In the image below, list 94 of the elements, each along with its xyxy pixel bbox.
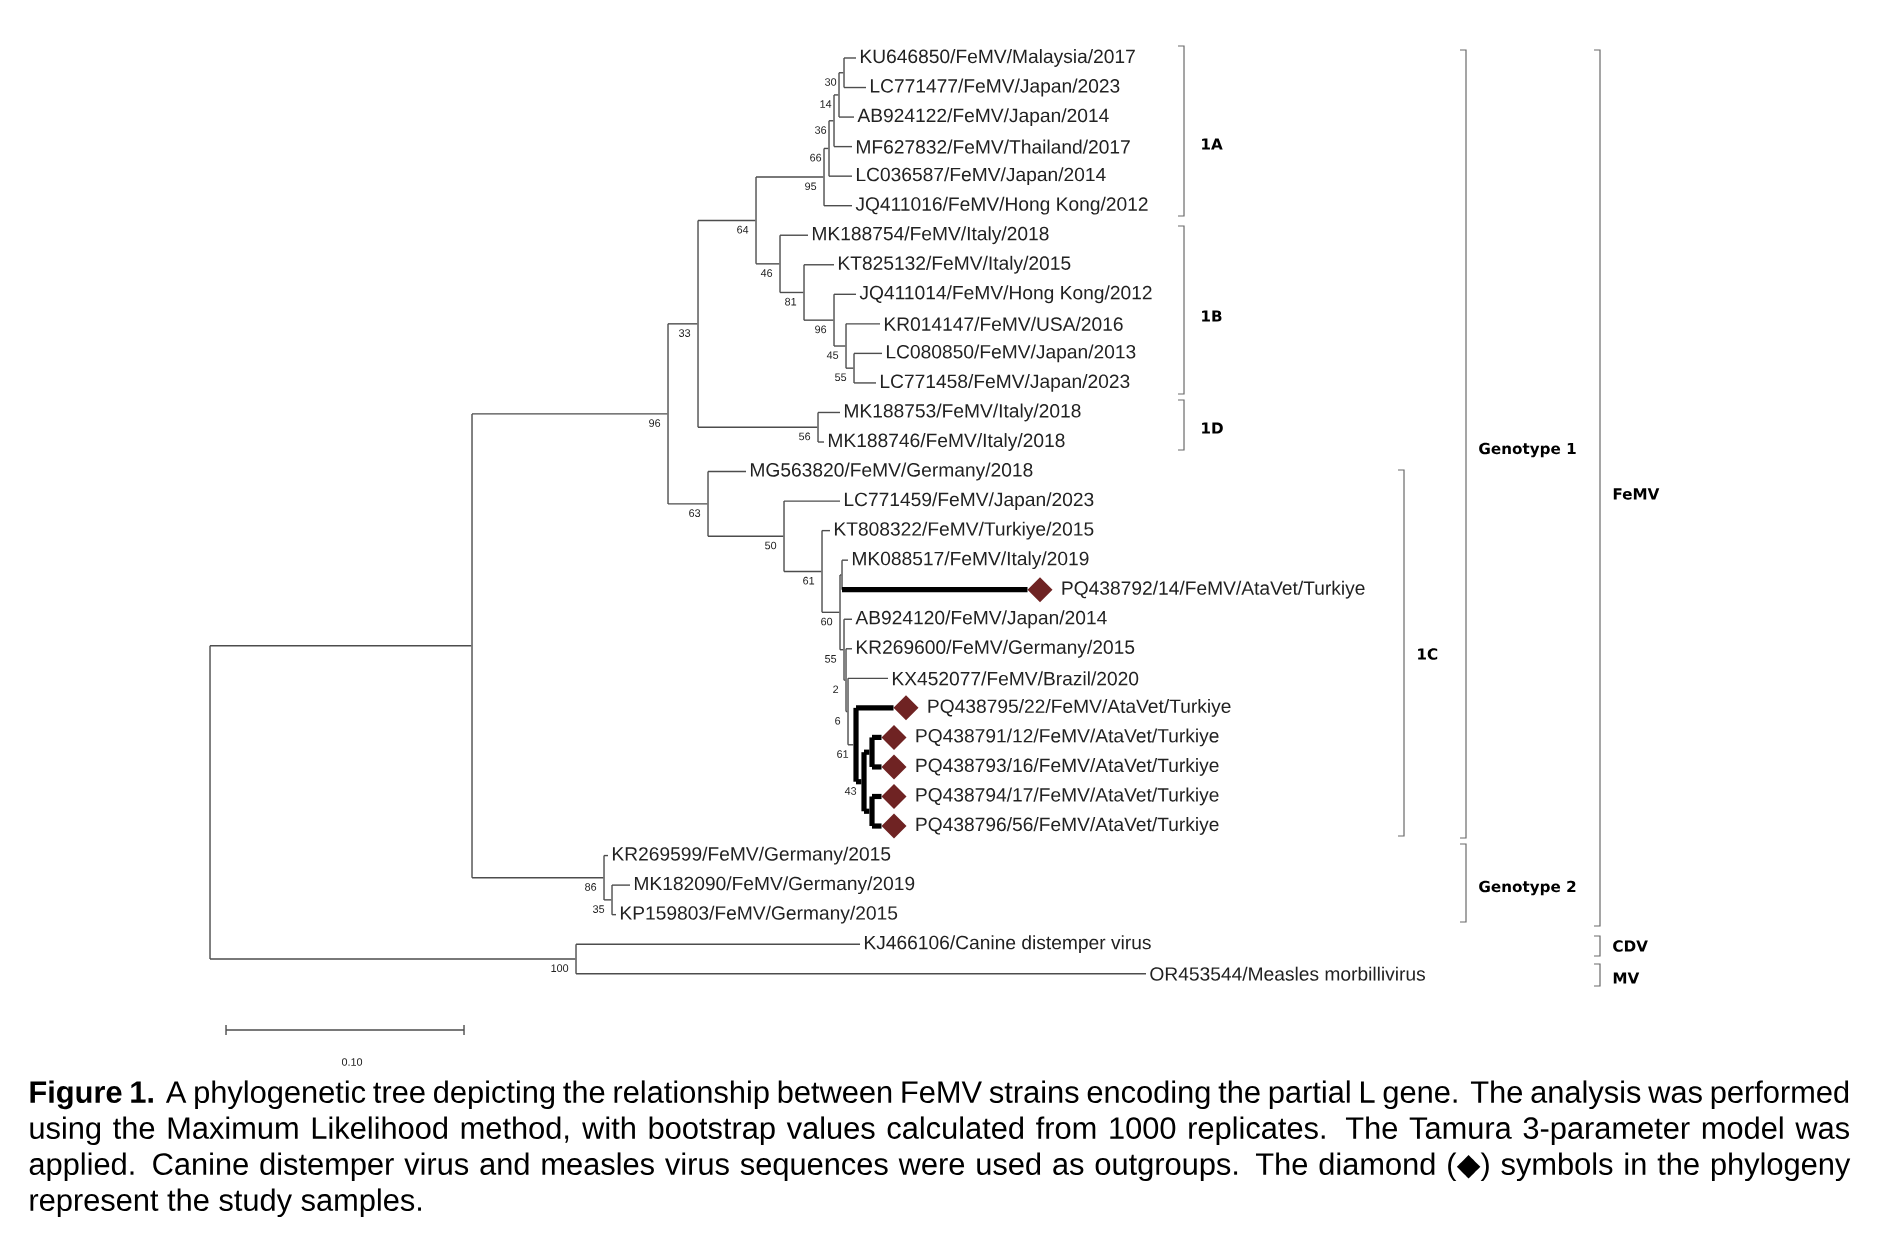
tree-branch	[842, 587, 1028, 593]
taxon-label: KX452077/FeMV/Brazil/2020	[892, 671, 1139, 686]
taxon-label: PQ438792/14/FeMV/AtaVet/Turkiye	[1062, 580, 1365, 599]
tree-branch	[817, 441, 825, 443]
tree-branch	[847, 677, 889, 680]
taxon-label: PQ438793/16/FeMV/AtaVet/Turkiye	[916, 758, 1219, 776]
taxon-label: LC771458/FeMV/Japan/2023	[880, 374, 1130, 392]
tree-branch	[471, 413, 669, 415]
taxon-label: KU646850/FeMV/Malaysia/2017	[860, 49, 1135, 67]
tree-branch	[611, 884, 631, 886]
tree-branch	[833, 94, 840, 96]
tree-branch	[843, 618, 853, 620]
taxon-label: LC771477/FeMV/Japan/2023	[870, 78, 1120, 97]
taxon-label: MG563820/FeMV/Germany/2018	[750, 462, 1033, 481]
tree-branch	[864, 749, 870, 755]
taxon-label: MF627832/FeMV/Thailand/2017	[856, 139, 1130, 154]
tree-branch	[838, 116, 855, 118]
tree-branch	[209, 958, 576, 960]
tree-branch	[209, 645, 472, 647]
taxon-label: KR014147/FeMV/USA/2016	[884, 316, 1123, 331]
tree-branch	[833, 145, 853, 148]
tree-branch	[843, 86, 867, 89]
tree-branch	[603, 899, 613, 901]
taxon-label: AB924122/FeMV/Japan/2014	[857, 108, 1109, 126]
tree-branch	[667, 323, 699, 325]
tree-branch	[828, 175, 853, 177]
taxon-label: OR453544/Measles morbillivirus	[1150, 966, 1425, 981]
taxon-label: PQ438795/22/FeMV/AtaVet/Turkiye	[928, 698, 1231, 717]
tree-branch	[847, 744, 855, 746]
tree-branch	[833, 293, 857, 295]
tree-branch	[821, 611, 841, 614]
tree-branch	[856, 705, 894, 711]
tree-branch	[707, 470, 747, 473]
tree-branch	[853, 382, 877, 384]
tree-branch	[755, 176, 825, 178]
taxon-label: LC036587/FeMV/Japan/2014	[856, 167, 1106, 186]
tree-branch	[779, 291, 805, 294]
tree-branch	[575, 973, 1147, 975]
taxon-label: KP159803/FeMV/Germany/2015	[621, 905, 898, 924]
tree-branch	[697, 219, 757, 222]
tree-branch	[856, 779, 862, 785]
tree-branch	[872, 734, 882, 740]
taxon-label: MK182090/FeMV/Germany/2019	[635, 876, 915, 895]
tree-branch	[839, 649, 845, 651]
tree-branch	[838, 72, 845, 74]
tree-branch	[783, 500, 841, 502]
taxon-label: JQ411016/FeMV/Hong Kong/2012	[855, 196, 1148, 215]
taxon-label: AB924120/FeMV/Japan/2014	[855, 610, 1107, 629]
tree-branch	[833, 345, 847, 347]
tree-branch	[845, 648, 853, 650]
taxon-label: KJ466106/Canine distemper virus	[864, 935, 1151, 954]
tree-branch	[845, 367, 855, 369]
taxon-label: LC080850/FeMV/Japan/2013	[886, 344, 1136, 363]
tree-branch	[843, 57, 857, 59]
tree-branch	[611, 913, 617, 916]
tree-branch	[817, 411, 841, 414]
tree-branch	[697, 426, 819, 428]
branch-junction	[869, 796, 875, 826]
taxon-label: MK088517/FeMV/Italy/2019	[852, 551, 1089, 570]
taxon-label: KR269600/FeMV/Germany/2015	[856, 639, 1135, 658]
tree-branch	[603, 854, 609, 857]
tree-branch	[707, 535, 785, 537]
branch-junction	[869, 737, 875, 767]
tree-branch	[821, 529, 831, 532]
figure-caption: Figure 1. A phylogenetic tree depicting the relationship between FeMV strains encoding the partial L gene. The analysis was performed using the Maximum Likelihood method, with bootstrap values calculated from 1000 replicates. The Tamura 3-parameter model was applied. Canine distemper virus and measles virus sequences were used as outgroups. The diamond (◆) symbols in the phylogeny represent the study samples.	[29, 1080, 1851, 1218]
tree-branch	[755, 263, 781, 265]
tree-branch	[471, 877, 605, 879]
tree-branch	[779, 234, 809, 236]
tree-branch	[828, 120, 835, 122]
tree-branch	[872, 793, 882, 800]
taxon-label: KT808322/FeMV/Turkiye/2015	[834, 521, 1094, 540]
taxon-label: PQ438794/17/FeMV/AtaVet/Turkiye	[916, 787, 1219, 806]
taxon-label: LC771459/FeMV/Japan/2023	[844, 492, 1094, 510]
tree-branch	[575, 943, 861, 945]
taxon-label: PQ438791/12/FeMV/AtaVet/Turkiye	[916, 728, 1219, 747]
tree-branch	[864, 808, 870, 814]
taxon-label: KR269599/FeMV/Germany/2015	[613, 846, 891, 865]
taxon-label: MK188746/FeMV/Italy/2018	[828, 433, 1065, 451]
tree-branch	[803, 264, 835, 266]
tree-branch	[783, 570, 823, 573]
taxon-label: MK188753/FeMV/Italy/2018	[844, 403, 1081, 422]
tree-branch	[803, 319, 835, 321]
tree-branch	[872, 764, 882, 770]
tree-branch	[841, 559, 849, 561]
taxon-label: KT825132/FeMV/Italy/2015	[838, 255, 1071, 274]
taxon-label: MK188754/FeMV/Italy/2018	[812, 226, 1049, 245]
tree-branch	[845, 323, 881, 325]
taxon-label: PQ438796/56/FeMV/AtaVet/Turkiye	[916, 817, 1219, 835]
tree-branch	[823, 147, 830, 150]
taxon-label: JQ411014/FeMV/Hong Kong/2012	[859, 285, 1152, 304]
tree-branch	[823, 205, 853, 207]
tree-branch	[667, 503, 709, 505]
tree-branch	[853, 352, 883, 355]
tree-branch	[872, 823, 882, 829]
